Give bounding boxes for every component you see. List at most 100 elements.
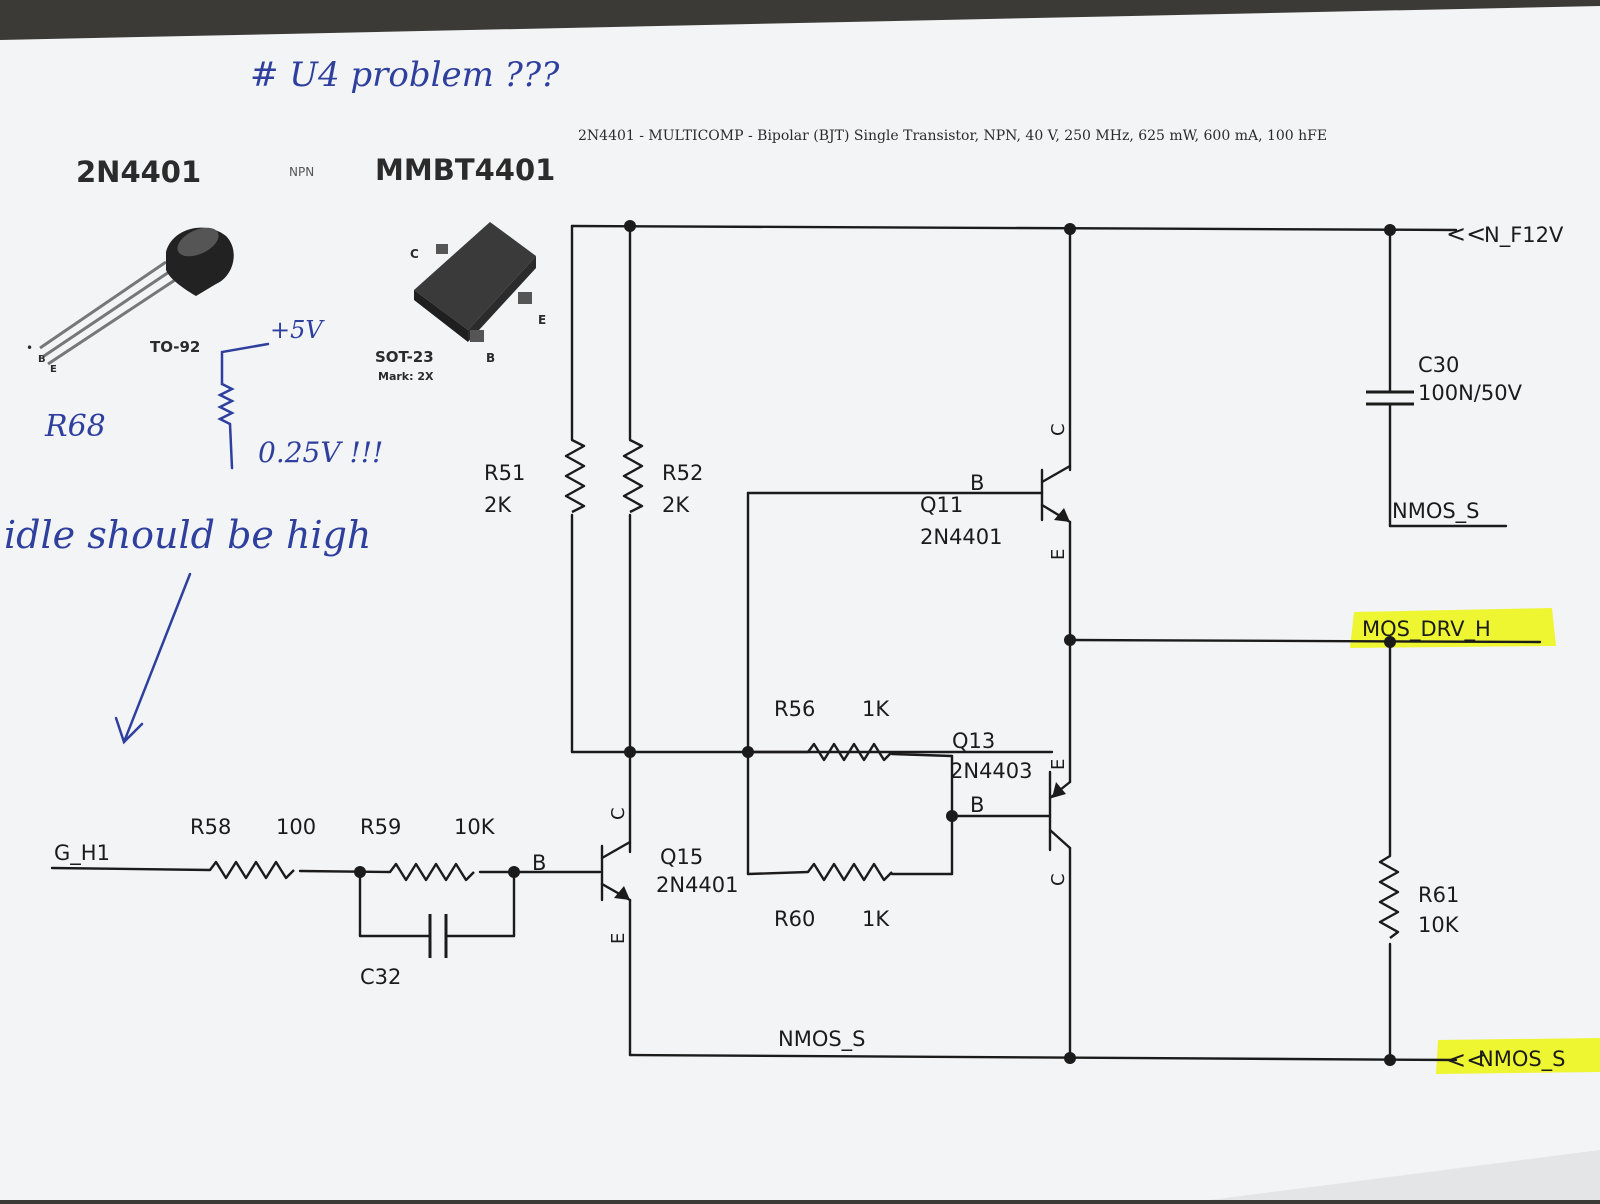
schematic-wires [50, 224, 1542, 1062]
wire-output [1068, 638, 1542, 644]
capacitor-symbols [428, 390, 1414, 958]
junction-r51-r52 [624, 746, 636, 758]
junction-c30-supply [1384, 224, 1396, 236]
r61-value: 10K [1418, 913, 1460, 937]
wire-r58-r59 [298, 869, 392, 874]
sot23-lead-e [518, 292, 532, 304]
sot23-pin-e: E [538, 313, 546, 327]
wire-input [50, 866, 212, 872]
pen-drawings [114, 342, 270, 745]
r60-ref: R60 [774, 907, 815, 931]
net-input-label: G_H1 [54, 841, 110, 866]
q11-part: 2N4401 [920, 525, 1003, 549]
q13-ref: Q13 [952, 729, 995, 753]
pkg-smd-label: SOT-23 [375, 348, 434, 366]
q15-emitter-arrow [614, 886, 630, 900]
note-idle: idle should be high [4, 513, 371, 557]
q13-part: 2N4403 [950, 759, 1033, 783]
r60-value: 1K [862, 907, 890, 931]
junction-q13-ground [1064, 1052, 1076, 1064]
sot23-pin-c: C [410, 247, 419, 261]
highlight-mos-drv-h [1350, 608, 1556, 648]
pen-arrow-shaft [122, 572, 192, 744]
junction-r61-ground [1384, 1054, 1396, 1066]
q13-pin-c: C [1048, 873, 1069, 886]
r59-symbol [389, 862, 475, 882]
junction-r52-supply [624, 220, 636, 232]
pen-wire-bottom [228, 422, 234, 470]
junction-c32-right [508, 866, 520, 878]
sot23-pin-b: B [486, 351, 495, 365]
port-supply-marker: << [1446, 220, 1486, 248]
q11-ref: Q11 [920, 493, 963, 517]
resistor-symbols [209, 438, 1400, 939]
r58-ref: R58 [190, 815, 231, 839]
r60-symbol [807, 862, 893, 882]
r51-value: 2K [484, 493, 512, 517]
part-tht-label: 2N4401 [76, 155, 201, 189]
r52-value: 2K [662, 493, 690, 517]
wire-r60-left [746, 870, 810, 876]
part-smd-label: MMBT4401 [375, 153, 555, 187]
q15-pin-c: C [608, 807, 629, 820]
polarity-label: NPN [289, 165, 314, 179]
r52-symbol [622, 438, 644, 514]
q13-emitter-arrow [1052, 782, 1066, 798]
r52-ref: R52 [662, 461, 703, 485]
q13-pin-e: E [1048, 759, 1069, 770]
sot23-package-drawing [414, 222, 536, 342]
r59-ref: R59 [360, 815, 401, 839]
sot23-lead-b [470, 330, 484, 342]
wire-r56-right [890, 752, 954, 758]
r61-symbol [1378, 854, 1400, 939]
q13-collector-lead [1048, 828, 1072, 850]
junction-output [1064, 634, 1076, 646]
q15-part: 2N4401 [656, 873, 739, 897]
sot23-body-side [414, 290, 468, 342]
wire-ground-rail [628, 1053, 1458, 1062]
paper-shadow [1210, 1150, 1600, 1200]
q11-collector-lead [1040, 464, 1072, 484]
q11-pin-c: C [1048, 423, 1069, 436]
highlight-nmos-s-port [1436, 1038, 1600, 1074]
q11-emitter-arrow [1054, 508, 1070, 522]
paper-sheet [0, 6, 1600, 1200]
to92-pin-marker: • [26, 341, 33, 355]
c30-ref: C30 [1418, 353, 1459, 377]
net-c30-ground-label: NMOS_S [1392, 499, 1480, 524]
pkg-mark-label: Mark: 2X [378, 370, 434, 383]
r51-ref: R51 [484, 461, 525, 485]
q11-pin-b: B [970, 471, 984, 495]
q15-pin-e: E [608, 933, 629, 944]
q15-pin-b: B [532, 851, 546, 875]
q15-collector-lead [600, 840, 632, 860]
junction-q11-supply [1064, 223, 1076, 235]
wire-supply-rail [570, 224, 1458, 232]
r56-symbol [807, 742, 893, 762]
junction-c32-left [354, 866, 366, 878]
junction-r61-top [1384, 636, 1396, 648]
net-ground-rail-label: NMOS_S [778, 1027, 866, 1052]
datasheet-header: 2N4401 - MULTICOMP - Bipolar (BJT) Singl… [578, 128, 1327, 144]
r58-symbol [209, 860, 295, 880]
sot23-body-front [468, 256, 536, 342]
net-output-label: MOS_DRV_H [1362, 617, 1491, 642]
to92-leads [39, 260, 179, 366]
r56-ref: R56 [774, 697, 815, 721]
junction-r56-left [742, 746, 754, 758]
to92-package-drawing [39, 227, 234, 366]
c32-ref: C32 [360, 965, 401, 989]
note-resistor: R68 [44, 409, 106, 444]
note-title: # U4 problem ??? [250, 55, 560, 95]
pen-arrow-head [114, 716, 144, 745]
junction-dots [354, 220, 1396, 1066]
to92-pin-e: E [50, 364, 57, 375]
q15-ref: Q15 [660, 845, 703, 869]
junction-q13-base [946, 810, 958, 822]
transistor-arrows [614, 508, 1070, 900]
net-ground-port-label: NMOS_S [1478, 1047, 1566, 1072]
port-ground-marker: << [1446, 1046, 1486, 1074]
note-measured: 0.25V !!! [258, 436, 383, 469]
